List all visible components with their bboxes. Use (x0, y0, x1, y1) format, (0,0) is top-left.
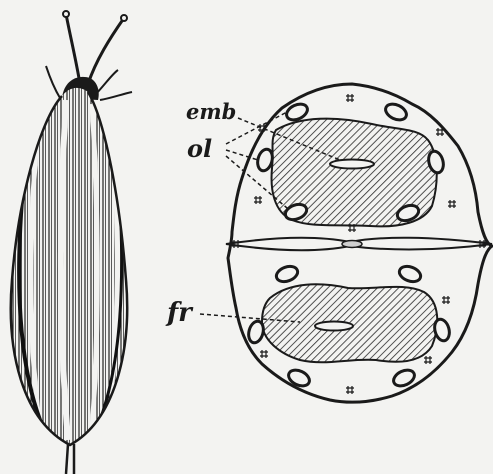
label-fr: fr (167, 300, 192, 326)
label-emb: emb (186, 101, 236, 122)
label-ol: ol (187, 137, 212, 161)
upper-embryo (330, 160, 374, 169)
lower-embryo (315, 322, 353, 331)
style-right (88, 18, 124, 84)
fruit-illustration (0, 11, 140, 474)
cross-section (200, 84, 492, 402)
style-left (66, 14, 80, 84)
carpophore (342, 241, 362, 248)
pedicel (66, 444, 74, 474)
